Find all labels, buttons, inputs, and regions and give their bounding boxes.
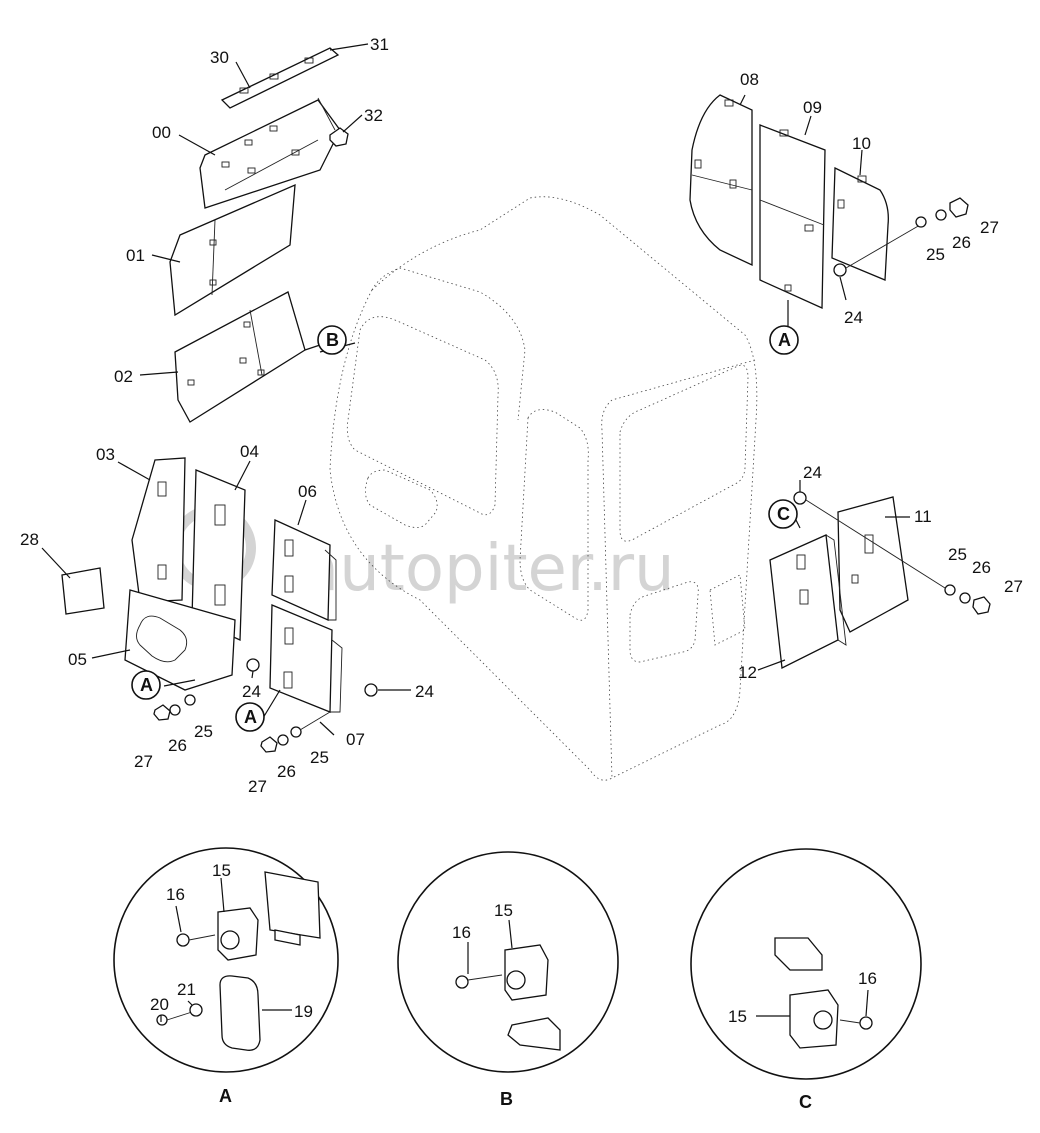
part-03-panel bbox=[131, 457, 186, 603]
label-24-c: 24 bbox=[242, 682, 261, 701]
part-09-panel bbox=[759, 124, 826, 309]
label-26-b: 26 bbox=[972, 558, 991, 577]
part-04-panel bbox=[191, 469, 246, 641]
label-27-c: 27 bbox=[134, 752, 153, 771]
label-26-a: 26 bbox=[952, 233, 971, 252]
svg-text:B: B bbox=[326, 330, 339, 350]
detail-B-label-16: 16 bbox=[452, 923, 471, 942]
label-30: 30 bbox=[210, 48, 229, 67]
label-06: 06 bbox=[298, 482, 317, 501]
left-lower-fasteners bbox=[153, 658, 378, 753]
detail-C-caption: C bbox=[799, 1092, 812, 1112]
detail-A-label-21: 21 bbox=[177, 980, 196, 999]
detail-B: 16 15 B bbox=[397, 851, 619, 1109]
label-01: 01 bbox=[126, 246, 145, 265]
part-10-panel bbox=[831, 166, 889, 281]
detail-A-label-19: 19 bbox=[294, 1002, 313, 1021]
part-06-panel bbox=[271, 519, 337, 621]
part-11-panel bbox=[837, 496, 909, 633]
label-25-d: 25 bbox=[310, 748, 329, 767]
label-10: 10 bbox=[852, 134, 871, 153]
part-07-panel bbox=[269, 604, 343, 713]
callout-A-left-1: A bbox=[131, 670, 161, 700]
label-25-b: 25 bbox=[948, 545, 967, 564]
watermark: autopiter.ru bbox=[170, 505, 675, 606]
label-25-a: 25 bbox=[926, 245, 945, 264]
part-08-panel bbox=[689, 94, 753, 267]
right-top-fasteners bbox=[833, 197, 969, 277]
label-24-b: 24 bbox=[803, 463, 822, 482]
leader-lines bbox=[41, 43, 910, 736]
label-26-c: 26 bbox=[168, 736, 187, 755]
detail-A-caption: A bbox=[219, 1086, 232, 1106]
part-labels: 30 31 32 00 01 02 03 04 06 28 05 07 08 0… bbox=[20, 35, 1023, 796]
label-02: 02 bbox=[114, 367, 133, 386]
detail-C: 16 15 C bbox=[690, 848, 922, 1112]
label-24-a: 24 bbox=[844, 308, 863, 327]
part-28-sheet bbox=[61, 567, 105, 615]
part-02-panel bbox=[174, 291, 306, 423]
callout-A-left-2: A bbox=[235, 702, 265, 732]
cab-body bbox=[329, 196, 758, 781]
callout-C-right: C bbox=[768, 499, 798, 529]
detail-A-label-16: 16 bbox=[166, 885, 185, 904]
detail-B-caption: B bbox=[500, 1089, 513, 1109]
callout-A-right: A bbox=[769, 325, 799, 355]
part-30-31-strip bbox=[220, 47, 340, 109]
detail-A-label-20: 20 bbox=[150, 995, 169, 1014]
bolt-32 bbox=[317, 97, 349, 147]
label-25-c: 25 bbox=[194, 722, 213, 741]
label-12: 12 bbox=[738, 663, 757, 682]
detail-A-label-15: 15 bbox=[212, 861, 231, 880]
detail-C-label-16: 16 bbox=[858, 969, 877, 988]
svg-text:A: A bbox=[140, 675, 153, 695]
part-12-panel bbox=[769, 534, 847, 669]
detail-A: 16 15 19 20 21 A bbox=[113, 847, 339, 1106]
label-26-d: 26 bbox=[277, 762, 296, 781]
part-00-panel bbox=[199, 99, 341, 209]
watermark-text: autopiter.ru bbox=[300, 532, 675, 606]
label-00: 00 bbox=[152, 123, 171, 142]
svg-text:A: A bbox=[244, 707, 257, 727]
label-31: 31 bbox=[370, 35, 389, 54]
label-24-d: 24 bbox=[415, 682, 434, 701]
callout-B-top: B bbox=[317, 325, 347, 355]
label-11: 11 bbox=[914, 507, 932, 526]
part-05-panel bbox=[124, 589, 236, 691]
label-09: 09 bbox=[803, 98, 822, 117]
svg-text:A: A bbox=[778, 330, 791, 350]
label-28: 28 bbox=[20, 530, 39, 549]
right-lower-fasteners bbox=[793, 491, 991, 615]
label-04: 04 bbox=[240, 442, 259, 461]
label-03: 03 bbox=[96, 445, 115, 464]
label-07: 07 bbox=[346, 730, 365, 749]
svg-text:C: C bbox=[777, 504, 790, 524]
label-05: 05 bbox=[68, 650, 87, 669]
detail-B-label-15: 15 bbox=[494, 901, 513, 920]
label-27-d: 27 bbox=[248, 777, 267, 796]
label-27-a: 27 bbox=[980, 218, 999, 237]
label-08: 08 bbox=[740, 70, 759, 89]
label-32: 32 bbox=[364, 106, 383, 125]
detail-C-label-15: 15 bbox=[728, 1007, 747, 1026]
label-27-b: 27 bbox=[1004, 577, 1023, 596]
part-01-panel bbox=[169, 183, 296, 317]
callout-letters: B A C A A bbox=[131, 325, 799, 732]
